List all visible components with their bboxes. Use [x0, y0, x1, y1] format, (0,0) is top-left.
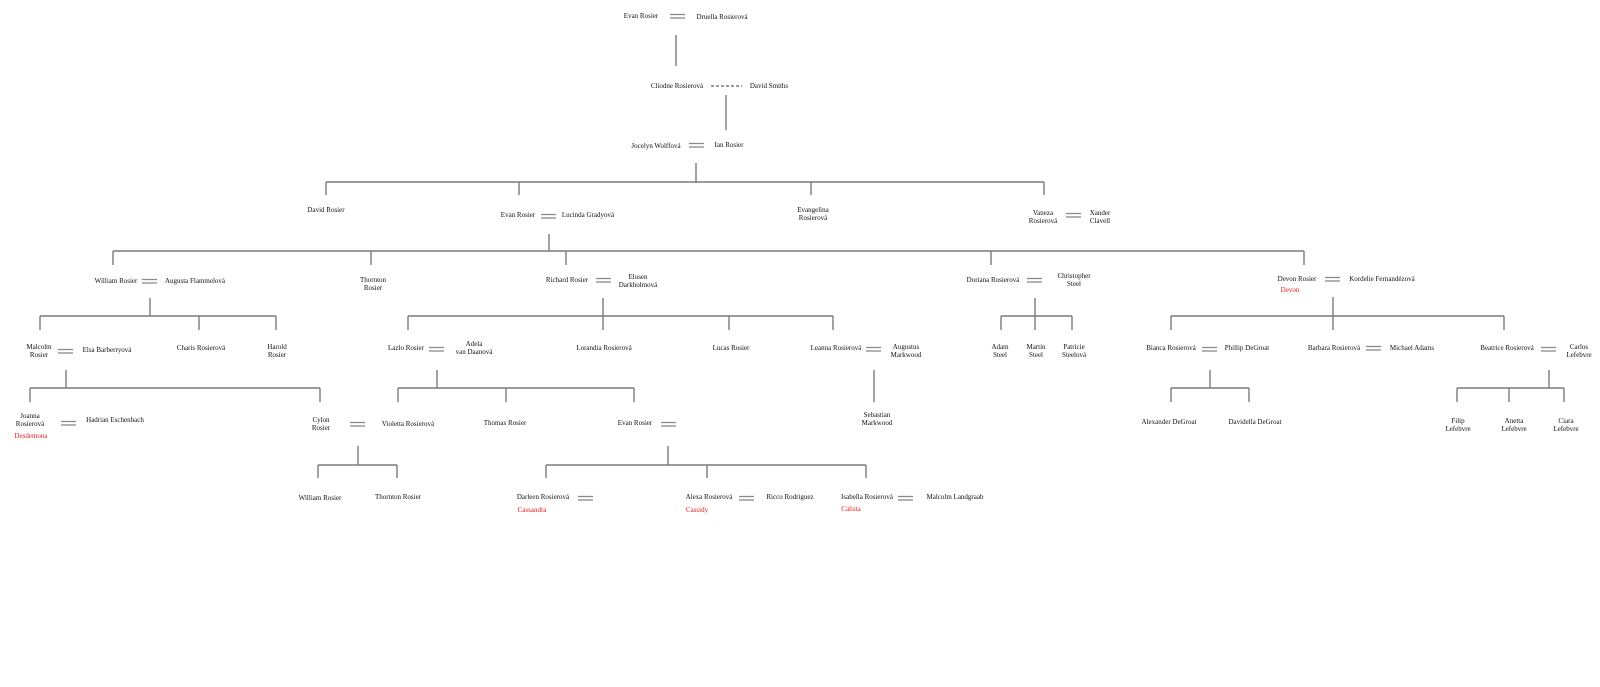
person-lucas-rosier: Lucas Rosier: [712, 344, 750, 352]
person-phillip-degroat: Phillip DeGroat: [1224, 344, 1270, 352]
person-anetta-lefebvre: Anetta Lefebvre: [1501, 417, 1527, 434]
person-ian-rosier: Ian Rosier: [714, 141, 744, 149]
person-isabella-rosierova: Isabella Rosierová: [841, 493, 893, 501]
person-adela-van-daanova: Adela van Daanová: [455, 340, 493, 357]
marriage-symbol: [142, 278, 157, 284]
alias-devon: Devon: [1280, 286, 1300, 294]
person-lorandia-rosierova: Lorandia Rosierová: [576, 344, 632, 352]
person-doriana-rosierova: Doriana Rosierová: [966, 276, 1020, 284]
marriage-symbol: [739, 495, 754, 501]
person-darleen-rosierova: Darleen Rosierová: [516, 493, 570, 501]
person-thornton-rosier-2: Thornton Rosier: [374, 493, 422, 501]
person-alexa-rosierova: Alexa Rosierová: [685, 493, 733, 501]
person-jocelyn-wolffova: Jocelyn Wolffová: [631, 142, 681, 150]
person-alexander-degroat: Alexander DeGroat: [1141, 418, 1197, 426]
person-ricco-rodriguez: Ricco Rodriguez: [766, 493, 814, 501]
person-richard-rosier: Richard Rosier: [545, 276, 589, 284]
person-augustus-markwood: Augustus Markwood: [890, 343, 922, 360]
person-lucinda-gradyova: Lucinda Gradyová: [561, 211, 615, 219]
person-david-rosier: David Rosier: [307, 206, 345, 214]
marriage-symbol: [578, 495, 593, 501]
person-thomas-rosier: Thomas Rosier: [483, 419, 527, 427]
marriage-symbol: [1202, 346, 1217, 352]
marriage-symbol: [541, 213, 556, 219]
person-augusta-flammelova: Augusta Flammelová: [164, 277, 226, 285]
person-patricie-steelova: Patricie Steelová: [1061, 343, 1087, 360]
person-hadrian-eschenbach: Hadrian Eschenbach: [86, 416, 144, 424]
person-cliodne-rosierova: Cliodne Rosierová: [650, 82, 704, 90]
person-barbara-rosierova: Barbara Rosierová: [1307, 344, 1361, 352]
marriage-symbol: [429, 346, 444, 352]
marriage-symbol: [350, 421, 365, 427]
person-malcolm-rosier: Malcolm Rosier: [26, 343, 52, 360]
person-thornton-rosier: Thornton Rosier: [359, 276, 387, 293]
marriage-symbol: [596, 277, 611, 283]
person-evan-rosier-2: Evan Rosier: [500, 211, 536, 219]
person-elsa-barberryova: Elsa Barberryová: [82, 346, 132, 354]
marriage-symbol: [1066, 212, 1081, 218]
alias-desdemona: Desdemona: [14, 432, 48, 440]
person-cylon-rosier: Cylon Rosier: [311, 416, 331, 433]
person-xander-clavell: Xander Clavell: [1089, 209, 1111, 226]
alias-calista: Calista: [841, 505, 861, 513]
person-william-rosier-2: William Rosier: [298, 494, 342, 502]
marriage-symbol: [1366, 345, 1381, 351]
person-carlos-lefebvre: Carlos Lefebvre: [1566, 343, 1592, 360]
person-ciara-lefebvre: Ciara Lefebvre: [1553, 417, 1579, 434]
person-martin-steel: Martin Steel: [1026, 343, 1046, 360]
person-malcolm-landgraab: Malcolm Landgraab: [926, 493, 984, 501]
person-sebastian-markwood: Sebastian Markwood: [861, 411, 893, 428]
marriage-symbol: [689, 142, 704, 148]
person-lazlo-rosier: Lazlo Rosier: [388, 344, 424, 352]
marriage-symbol: [898, 495, 913, 501]
person-devon-rosier: Devon Rosier: [1277, 275, 1317, 283]
person-david-smiths: David Smiths: [749, 82, 789, 90]
marriage-symbol: [61, 420, 76, 426]
person-joanna-rosierova: Joanna Rosierová: [15, 412, 45, 429]
person-christopher-steel: Christopher Steel: [1057, 272, 1091, 289]
marriage-symbol: [1541, 346, 1556, 352]
person-evangelina-rosierova: Evangelina Rosierová: [797, 206, 829, 223]
marriage-symbol: [670, 13, 685, 19]
person-elusen-darkholmova: Elusen Darkholmová: [618, 273, 658, 290]
alias-cassandra: Cassandra: [517, 506, 547, 514]
marriage-symbol: [58, 348, 73, 354]
person-vaneza-rosierova: Vaneza Rosierová: [1028, 209, 1058, 226]
person-davidella-degroat: Davidella DeGroat: [1228, 418, 1282, 426]
person-evan-rosier: Evan Rosier: [623, 12, 659, 20]
person-evan-rosier-3: Evan Rosier: [617, 419, 653, 427]
person-harold-rosier: Harold Rosier: [267, 343, 287, 360]
marriage-symbol: [866, 346, 881, 352]
person-leanna-rosierova: Leanna Rosierová: [810, 344, 862, 352]
person-kordelie-fernandezova: Kordelie Fernandézová: [1349, 275, 1415, 283]
person-charis-rosierova: Charis Rosierová: [176, 344, 226, 352]
person-adam-steel: Adam Steel: [991, 343, 1009, 360]
alias-cassidy: Cassidy: [685, 506, 709, 514]
person-bianca-rosierova: Bianca Rosierová: [1146, 344, 1196, 352]
marriage-symbol: [1325, 276, 1340, 282]
person-filip-lefebvre: Filip Lefebvre: [1445, 417, 1471, 434]
person-william-rosier: William Rosier: [94, 277, 138, 285]
marriage-symbol: [1027, 277, 1042, 283]
person-violetta-rosierova: Violetta Rosierová: [381, 420, 435, 428]
person-druella-rosierova: Druella Rosierová: [696, 13, 748, 21]
person-beatrice-rosierova: Beatrice Rosierová: [1480, 344, 1534, 352]
person-michael-adams: Michael Adams: [1389, 344, 1435, 352]
marriage-symbol: [661, 421, 676, 427]
